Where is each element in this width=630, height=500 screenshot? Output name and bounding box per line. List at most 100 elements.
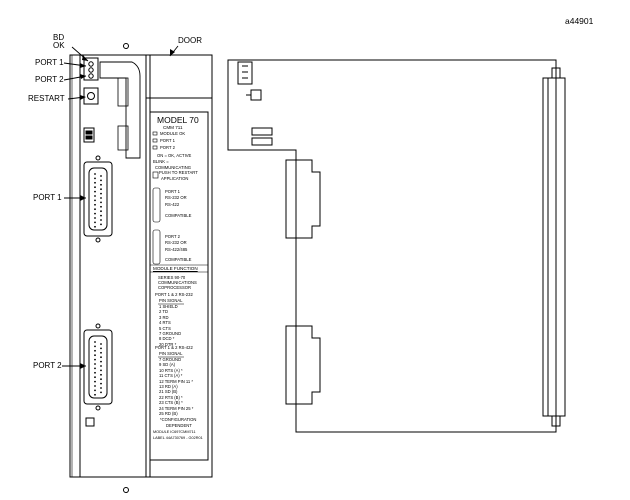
door-communications: COMMUNICATIONS xyxy=(158,280,197,285)
port1-pin xyxy=(94,195,96,197)
board-switch-1 xyxy=(251,127,273,136)
port2-dsub-icon xyxy=(88,335,108,399)
pin-row: 23 CTS (B) * xyxy=(159,400,183,406)
door-port1-title: PORT 1 xyxy=(165,189,180,194)
port1-pin xyxy=(100,201,102,204)
port1-pin xyxy=(100,183,102,186)
bd-ok-led-icon xyxy=(88,61,94,67)
door-model: MODEL 70 xyxy=(157,115,199,125)
port2-pin xyxy=(94,393,96,396)
port1-connector-shell xyxy=(83,161,113,237)
port1-pin xyxy=(94,208,96,211)
door-port1-compatible: COMPATIBLE xyxy=(165,213,192,218)
door-table1-title: PORT 1 & 2 RS-232 xyxy=(155,292,193,297)
port1-led-icon xyxy=(88,67,94,73)
port1-pin xyxy=(100,214,102,217)
port2-pin xyxy=(94,363,96,365)
mount-hole-top xyxy=(123,43,129,49)
door-panel xyxy=(145,54,213,478)
pin-row: 25 RD (B) xyxy=(159,411,178,416)
door-footnote-1: *CONFIGURATION xyxy=(160,417,197,422)
door-table2-header: PIN SIGNAL xyxy=(159,351,183,356)
port1-pin xyxy=(100,179,102,182)
port2-pin xyxy=(94,358,96,361)
door-port2-compatible: COMPATIBLE xyxy=(165,257,192,262)
door-status-on: ON = OK, ACTIVE xyxy=(157,153,192,158)
pin-row: 1 SHIELD xyxy=(159,304,178,309)
port1-pin xyxy=(100,205,102,208)
port2-pin xyxy=(100,387,102,389)
door-led-port2: PORT 2 xyxy=(160,145,175,150)
pin-row: 13 RD (A) xyxy=(159,384,178,389)
port2-pin xyxy=(94,354,96,357)
port2-pin xyxy=(94,345,96,348)
door-status-blink: BLINK = xyxy=(153,159,169,164)
circuit-board-outline xyxy=(227,59,557,433)
port2-pin xyxy=(94,380,96,383)
door-port1-rs422: RS-422 xyxy=(165,202,180,207)
pin-row: 9 SD (A) xyxy=(159,362,176,368)
port1-pin xyxy=(94,221,96,224)
port2-pin xyxy=(94,341,96,343)
callout-bd: BD xyxy=(53,33,65,42)
callout-port1-top: PORT 1 xyxy=(35,58,64,67)
callout-ok: OK xyxy=(53,41,65,50)
port2-pin xyxy=(94,371,96,374)
port2-pin xyxy=(100,343,102,345)
door-label-code: LABEL 44A730769 - G02R01 xyxy=(153,436,203,440)
pin-row: 4 RTS xyxy=(159,320,171,326)
callout-door: DOOR xyxy=(178,36,202,45)
door-table1-header: PIN SIGNAL xyxy=(159,298,183,303)
port2-pin xyxy=(100,391,102,394)
board-switch-2 xyxy=(251,137,273,146)
callout-restart: RESTART xyxy=(28,94,65,103)
pin-row: 2 TD xyxy=(159,309,168,315)
config-switch xyxy=(83,127,95,143)
restart-button-icon xyxy=(87,92,95,100)
port1-pin xyxy=(100,175,102,177)
door-series: SERIES 90-70 xyxy=(158,275,186,280)
door-port2-rs232: RS-232 OR xyxy=(165,240,187,245)
door-port2-title: PORT 2 xyxy=(165,234,180,239)
port2-pin xyxy=(94,367,96,370)
port2-pin xyxy=(100,356,102,359)
port2-pin xyxy=(100,351,102,354)
callout-port2-top: PORT 2 xyxy=(35,75,64,84)
port1-pin xyxy=(94,181,96,184)
board-led-block xyxy=(237,61,253,85)
backplane-connector xyxy=(542,77,566,417)
port1-pin xyxy=(100,192,102,195)
port1-pin xyxy=(100,188,102,191)
pin-row: 20 DTR * xyxy=(159,341,177,347)
port1-pin xyxy=(94,212,96,215)
port2-led-icon xyxy=(88,73,94,79)
port2-pin xyxy=(94,385,96,387)
door-led-port1: PORT 1 xyxy=(160,138,175,143)
port2-pin xyxy=(100,369,102,372)
port2-pin xyxy=(100,378,102,381)
door-restart-line2: APPLICATION xyxy=(161,176,189,181)
callout-port1-connector: PORT 1 xyxy=(33,193,62,202)
board-port1-connector xyxy=(285,159,321,239)
pin-row: 11 CTS (A) * xyxy=(159,373,183,379)
callout-port2-connector: PORT 2 xyxy=(33,361,62,370)
door-port2-rs422: RS-422/485 xyxy=(165,247,188,252)
restart-button-housing xyxy=(83,87,99,105)
mount-hole-bottom xyxy=(123,487,129,493)
port1-pin xyxy=(94,173,96,175)
pin-row: 24 TERM PIN 25 * xyxy=(159,405,194,411)
faceplate-outline xyxy=(69,54,151,478)
port1-pin xyxy=(100,210,102,213)
led-block xyxy=(83,57,99,81)
port1-dsub-icon xyxy=(88,167,108,231)
port2-pin xyxy=(100,347,102,350)
port1-pin xyxy=(100,197,102,199)
pin-row: 22 RTS (B) * xyxy=(159,394,183,400)
port2-pin xyxy=(100,373,102,376)
door-port1-rs232: RS-232 OR xyxy=(165,195,187,200)
pin-row: 7 GROUND xyxy=(159,357,182,362)
port1-pin xyxy=(94,203,96,206)
port1-pin xyxy=(94,190,96,193)
port1-pin xyxy=(94,225,96,228)
